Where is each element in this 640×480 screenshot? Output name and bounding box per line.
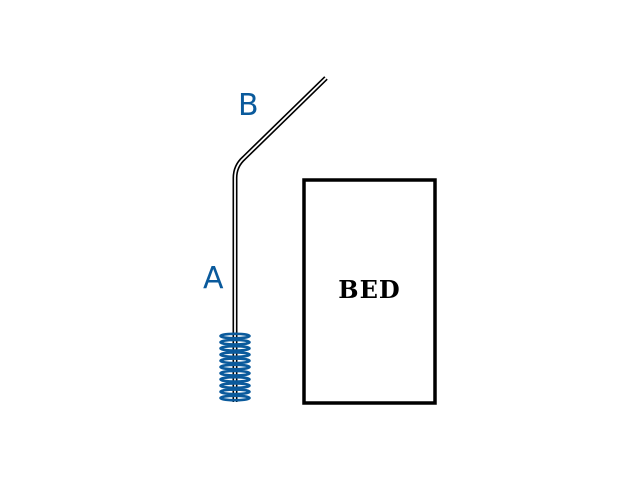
wire-rod-inner xyxy=(234,77,327,402)
bed-box xyxy=(302,178,437,405)
coil-loop xyxy=(219,338,251,346)
coil-loop xyxy=(219,332,251,340)
coil-loop xyxy=(219,375,251,383)
spring-coil-icon xyxy=(219,332,251,402)
coil-loop xyxy=(219,394,251,402)
segment-b-label: B xyxy=(238,88,259,123)
segment-a-label: A xyxy=(203,261,224,296)
coil-loop xyxy=(219,369,251,377)
coil-loop xyxy=(219,363,251,371)
coil-loop xyxy=(219,351,251,359)
coil-loop xyxy=(219,388,251,396)
bed-label: BED xyxy=(338,275,401,304)
coil-loop xyxy=(219,344,251,352)
coil-loop xyxy=(219,382,251,390)
coil-loop xyxy=(219,357,251,365)
